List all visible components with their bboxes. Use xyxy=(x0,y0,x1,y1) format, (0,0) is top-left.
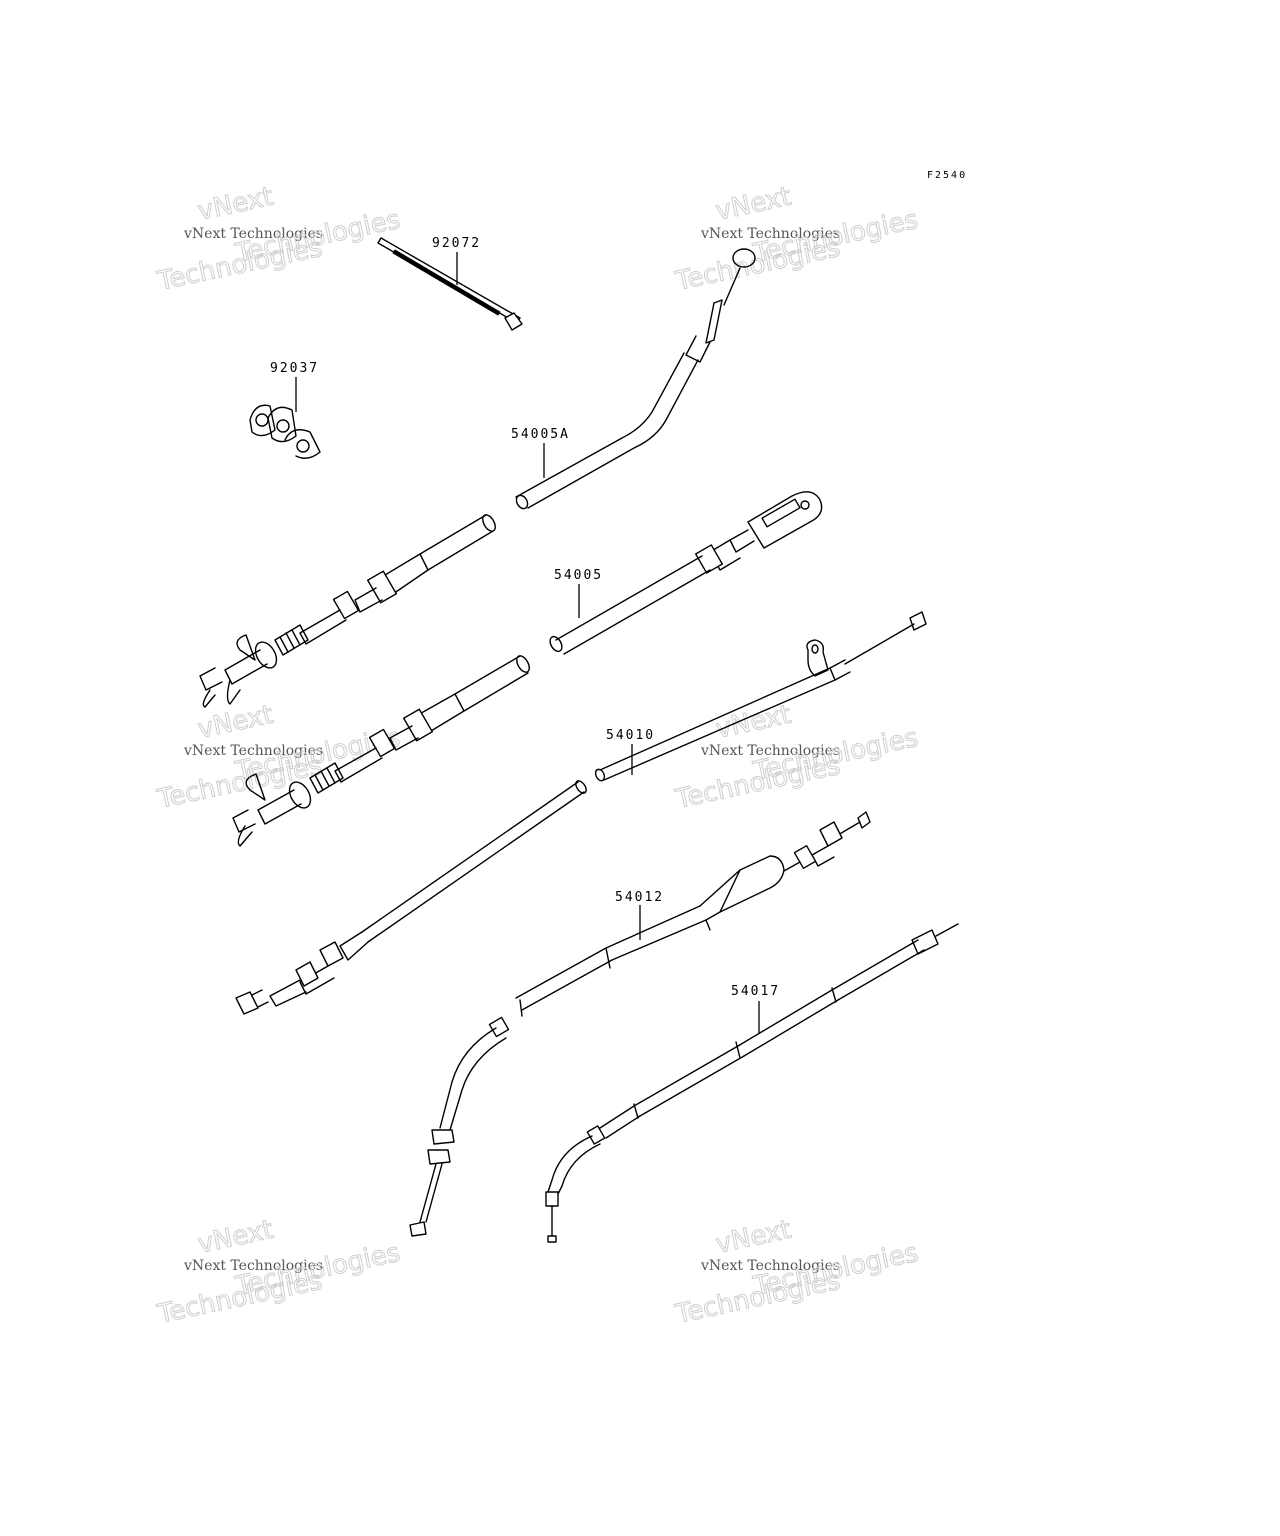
watermark-text: vNext Technologies xyxy=(700,743,840,759)
callout-54010: 54010 xyxy=(606,728,655,743)
watermark-mid-left: vNext Technologies vNext Technologies Te… xyxy=(154,699,404,815)
part-54017-cable[interactable] xyxy=(545,923,959,1243)
watermark-vnext: vNext xyxy=(195,700,276,745)
callout-54005A: 54005A xyxy=(511,427,570,442)
callout-92072: 92072 xyxy=(432,236,481,251)
spring-coil-1 xyxy=(274,624,309,656)
part-left-upper-adjuster-cable[interactable] xyxy=(199,513,498,708)
spring-coil-2 xyxy=(309,762,344,794)
watermark-vnext: vNext xyxy=(713,1215,794,1260)
part-left-lower-long-cable[interactable] xyxy=(235,779,588,1015)
watermark-text: vNext Technologies xyxy=(183,743,323,759)
part-92037-clamp[interactable] xyxy=(249,377,321,459)
callout-92037: 92037 xyxy=(270,361,319,376)
watermark-text: vNext Technologies xyxy=(700,1258,840,1274)
callout-54012: 54012 xyxy=(615,890,664,905)
watermark-bottom-left: vNext Technologies vNext Technologies Te… xyxy=(154,1214,404,1330)
figure-code: F2540 xyxy=(927,170,967,181)
watermark-top-right: vNext Technologies vNext Technologies Te… xyxy=(672,181,922,297)
part-54010-cable-bracket[interactable] xyxy=(594,611,927,782)
callout-54005: 54005 xyxy=(554,568,603,583)
watermark-top-left: vNext Technologies vNext Technologies Te… xyxy=(154,181,404,297)
watermark-text: vNext Technologies xyxy=(700,226,840,242)
watermark-vnext: vNext xyxy=(713,182,794,227)
part-54005-cable-clevis[interactable] xyxy=(548,491,823,655)
part-92072-cable-tie[interactable] xyxy=(377,237,523,331)
callout-54017: 54017 xyxy=(731,984,780,999)
watermark-vnext: vNext xyxy=(195,182,276,227)
watermark-bottom-right: vNext Technologies vNext Technologies Te… xyxy=(672,1214,922,1330)
watermark-text: vNext Technologies xyxy=(183,1258,323,1274)
watermark-mid-right: vNext Technologies vNext Technologies Te… xyxy=(672,699,922,815)
part-left-middle-adjuster-cable[interactable] xyxy=(232,654,532,847)
watermark-text: vNext Technologies xyxy=(183,226,323,242)
part-54012-clutch-cable[interactable] xyxy=(409,811,871,1237)
watermark-vnext: vNext xyxy=(195,1215,276,1260)
watermark-vnext: vNext xyxy=(713,700,794,745)
part-54005A-throttle-cable[interactable] xyxy=(514,248,756,511)
